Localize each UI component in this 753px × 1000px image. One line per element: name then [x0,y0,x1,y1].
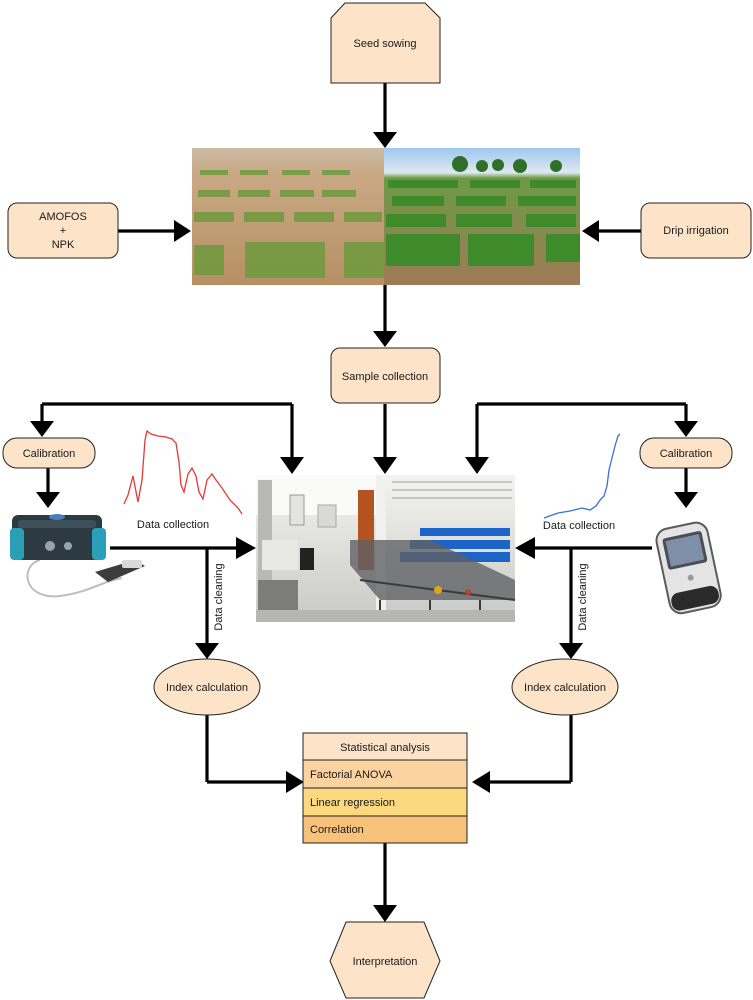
handheld-meter-device [655,521,722,615]
index-calc-right-label: Index calculation [524,682,606,694]
drip-irrigation-node: Drip irrigation [640,202,752,259]
plus-label: + [60,225,66,237]
sample-collection-label: Sample collection [342,371,428,383]
amofos-label: AMOFOS [39,211,87,223]
stats-row-anova-label: Factorial ANOVA [310,769,393,781]
calibration-left-node: Calibration [2,437,96,469]
lab-photo [256,475,516,622]
amofos-npk-node: AMOFOS + NPK [7,202,119,259]
statistical-analysis-table: Statistical analysis Factorial ANOVA Lin… [302,732,468,844]
sample-collection-node: Sample collection [330,347,441,404]
data-cleaning-right-label: Data cleaning [577,563,589,630]
seed-sowing-node: Seed sowing [330,2,441,84]
connector-lines [40,82,688,907]
drip-irrigation-label: Drip irrigation [663,225,728,237]
spectroradiometer-device [10,514,145,598]
data-collection-left-label: Data collection [137,519,209,531]
interpretation-label: Interpretation [353,956,418,968]
calibration-right-node: Calibration [639,437,733,469]
stats-row-correlation [302,815,468,844]
seed-sowing-label: Seed sowing [354,38,417,50]
calibration-right-label: Calibration [660,448,713,460]
stats-row-correlation-label: Correlation [310,824,364,836]
index-calc-right-node: Index calculation [511,658,619,716]
npk-label: NPK [52,239,75,251]
arrowheads [30,132,698,922]
calibration-left-label: Calibration [23,448,76,460]
index-calc-left-node: Index calculation [153,658,261,716]
stats-row-regression-label: Linear regression [310,797,395,809]
data-cleaning-left-label: Data cleaning [213,563,225,630]
spectrum-curve-left: Data collection [123,429,243,531]
data-collection-right-label: Data collection [543,520,615,532]
tree-line [452,156,562,173]
stats-header-label: Statistical analysis [340,742,430,754]
interpretation-node: Interpretation [329,921,441,999]
stats-row-regression [302,787,468,817]
spectrum-curve-right: Data collection [543,433,621,532]
field-photo [192,148,580,285]
index-calc-left-label: Index calculation [166,682,248,694]
